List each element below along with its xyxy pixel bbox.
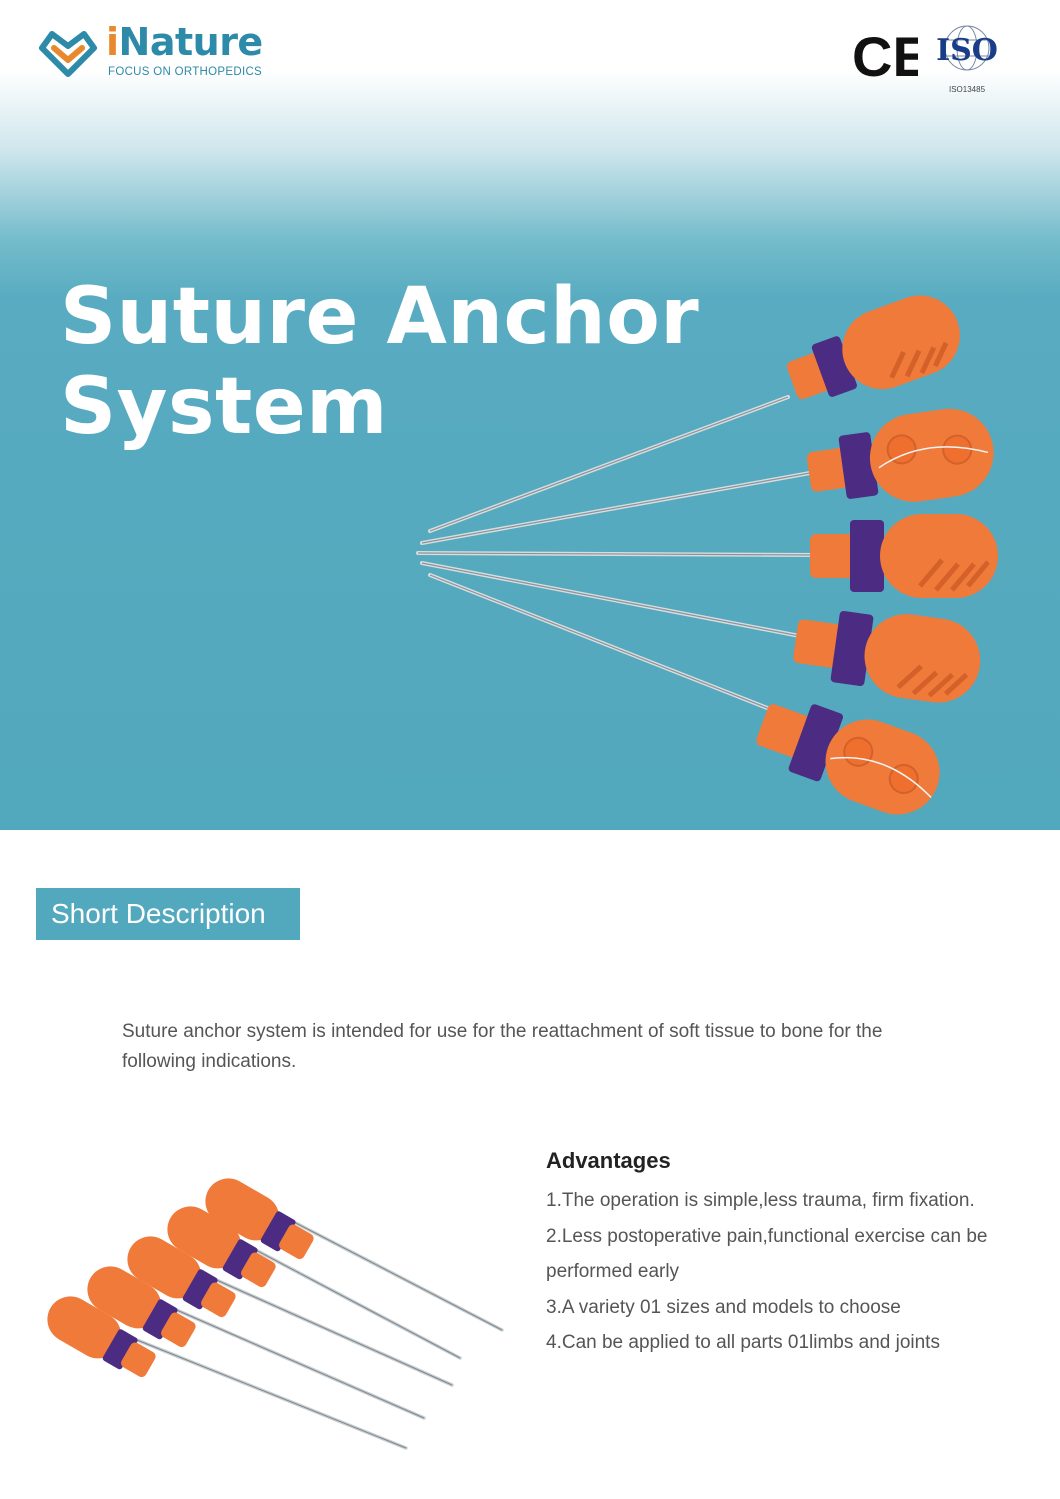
hero-banner: iNature FOCUS ON ORTHOPEDICS CE ISO ISO1… [0, 0, 1060, 830]
list-item: 1.The operation is simple,less trauma, f… [546, 1190, 975, 1211]
short-description-label: Short Description [36, 888, 300, 940]
suture-anchor-fan-illustration [416, 295, 998, 815]
brand-logo[interactable]: iNature FOCUS ON ORTHOPEDICS [36, 20, 276, 82]
svg-text:ISO13485: ISO13485 [949, 85, 986, 94]
advantages-list: 1.The operation is simple,less trauma, f… [546, 1183, 1026, 1361]
svg-text:ISO: ISO [936, 33, 998, 68]
iso-globe-icon: ISO ISO13485 [936, 25, 998, 94]
brand-name: iNature [106, 20, 263, 64]
svg-text:CE: CE [852, 28, 918, 82]
list-item: 4.Can be applied to all parts 01limbs an… [546, 1332, 940, 1353]
list-item: 2.Less postoperative pain,functional exe… [546, 1225, 988, 1283]
list-item: 3.A variety 01 sizes and models to choos… [546, 1296, 901, 1318]
page-title: Suture Anchor System [60, 272, 700, 452]
heart-logo-icon [39, 31, 97, 77]
suture-anchor-set-illustration [47, 1178, 504, 1450]
short-description-text: Suture anchor system is intended for use… [122, 1021, 883, 1072]
ce-mark-icon: CE [852, 28, 918, 82]
brand-tagline: FOCUS ON ORTHOPEDICS [108, 66, 263, 78]
advantages-heading: Advantages [546, 1148, 671, 1173]
